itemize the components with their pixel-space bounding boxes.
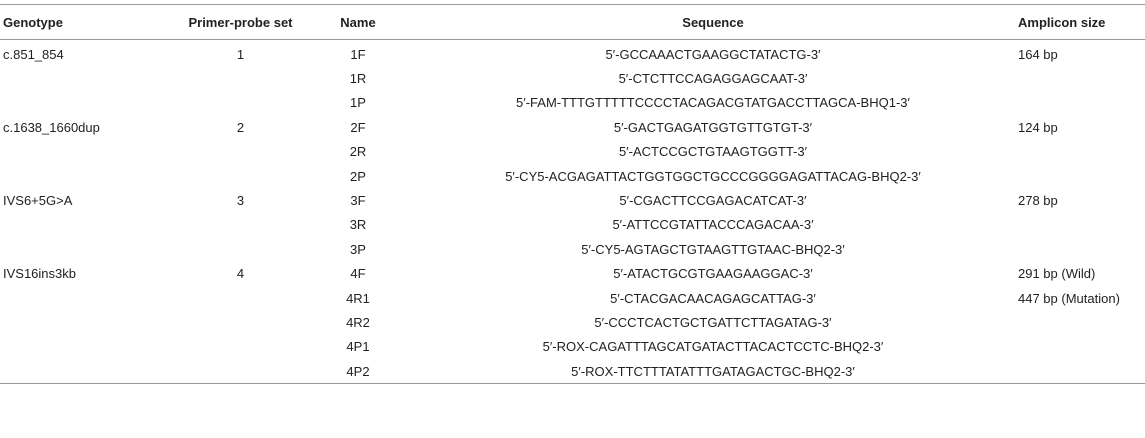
header-row: Genotype Primer-probe set Name Sequence …	[0, 4, 1145, 40]
cell-name: 4R1	[346, 290, 370, 306]
cell-set	[178, 91, 303, 115]
cell-amplicon: 278 bp	[1018, 193, 1058, 209]
cell-name: 2P	[350, 168, 366, 184]
cell-name: 3R	[349, 217, 367, 233]
cell-set	[178, 237, 303, 261]
cell-set	[178, 213, 303, 237]
header-primer-probe-set: Primer-probe set	[178, 4, 303, 40]
cell-name: 4F	[350, 266, 366, 282]
table-row: 2P 5′-CY5-ACGAGATTACTGGTGGCTGCCCGGGGAGAT…	[0, 164, 1145, 188]
cell-genotype	[0, 310, 178, 334]
cell-genotype: IVS16ins3kb	[3, 266, 76, 282]
table-row: c.1638_1660dup 2 2F 5′-GACTGAGATGGTGTTGT…	[0, 115, 1145, 139]
cell-amplicon	[1013, 359, 1145, 385]
cell-sequence: 5′-ATACTGCGTGAAGAAGGAC-3′	[613, 266, 813, 282]
cell-sequence: 5′-GCCAAACTGAAGGCTATACTG-3′	[605, 46, 821, 62]
table-row: 4R2 5′-CCCTCACTGCTGATTCTTAGATAG-3′	[0, 310, 1145, 334]
table-row: 3P 5′-CY5-AGTAGCTGTAAGTTGTAAC-BHQ2-3′	[0, 237, 1145, 261]
cell-set	[178, 66, 303, 90]
cell-amplicon	[1013, 310, 1145, 334]
cell-genotype	[0, 140, 178, 164]
cell-set	[178, 164, 303, 188]
cell-set	[178, 310, 303, 334]
cell-set	[178, 140, 303, 164]
table-header: Genotype Primer-probe set Name Sequence …	[0, 4, 1145, 40]
cell-genotype: c.1638_1660dup	[3, 119, 100, 135]
cell-set: 1	[236, 46, 245, 62]
table-row: 4R1 5′-CTACGACAACAGAGCATTAG-3′ 447 bp (M…	[0, 286, 1145, 310]
cell-name: 3P	[350, 241, 366, 257]
cell-amplicon: 164 bp	[1018, 46, 1058, 62]
table-row: IVS16ins3kb 4 4F 5′-ATACTGCGTGAAGAAGGAC-…	[0, 262, 1145, 286]
cell-genotype	[0, 286, 178, 310]
cell-genotype	[0, 91, 178, 115]
cell-amplicon: 291 bp (Wild)	[1018, 266, 1096, 282]
cell-sequence: 5′-CY5-ACGAGATTACTGGTGGCTGCCCGGGGAGATTAC…	[505, 168, 921, 184]
cell-sequence: 5′-GACTGAGATGGTGTTGTGT-3′	[613, 119, 813, 135]
cell-name: 2F	[350, 119, 366, 135]
cell-sequence: 5′-CCCTCACTGCTGATTCTTAGATAG-3′	[594, 314, 832, 330]
cell-sequence: 5′-CTCTTCCAGAGGAGCAAT-3′	[618, 71, 808, 87]
cell-amplicon	[1013, 237, 1145, 261]
table-row: c.851_854 1 1F 5′-GCCAAACTGAAGGCTATACTG-…	[0, 40, 1145, 67]
cell-name: 1F	[350, 46, 366, 62]
cell-genotype	[0, 359, 178, 385]
table-row: 2R 5′-ACTCCGCTGTAAGTGGTT-3′	[0, 140, 1145, 164]
cell-amplicon	[1013, 164, 1145, 188]
header-sequence: Sequence	[413, 4, 1013, 40]
cell-sequence: 5′-CGACTTCCGAGACATCAT-3′	[619, 193, 807, 209]
cell-name: 1P	[350, 95, 366, 111]
cell-genotype	[0, 164, 178, 188]
cell-amplicon	[1013, 66, 1145, 90]
table-row: 1R 5′-CTCTTCCAGAGGAGCAAT-3′	[0, 66, 1145, 90]
cell-sequence: 5′-ROX-CAGATTTAGCATGATACTTACACTCCTC-BHQ2…	[542, 339, 884, 355]
table-row: 4P1 5′-ROX-CAGATTTAGCATGATACTTACACTCCTC-…	[0, 335, 1145, 359]
cell-sequence: 5′-CY5-AGTAGCTGTAAGTTGTAAC-BHQ2-3′	[581, 241, 845, 257]
cell-sequence: 5′-CTACGACAACAGAGCATTAG-3′	[610, 290, 816, 306]
cell-set: 2	[236, 119, 245, 135]
cell-amplicon	[1013, 140, 1145, 164]
header-amplicon-size: Amplicon size	[1013, 4, 1145, 40]
cell-amplicon	[1013, 335, 1145, 359]
table-row: 4P2 5′-ROX-TTCTTTATATTTGATAGACTGC-BHQ2-3…	[0, 359, 1145, 385]
cell-name: 4R2	[346, 314, 370, 330]
cell-genotype	[0, 237, 178, 261]
cell-name: 2R	[349, 144, 367, 160]
cell-sequence: 5′-ROX-TTCTTTATATTTGATAGACTGC-BHQ2-3′	[413, 359, 1013, 385]
header-genotype: Genotype	[0, 4, 178, 40]
table-row: IVS6+5G>A 3 3F 5′-CGACTTCCGAGACATCAT-3′ …	[0, 188, 1145, 212]
cell-genotype	[0, 66, 178, 90]
cell-amplicon	[1013, 213, 1145, 237]
cell-amplicon: 447 bp (Mutation)	[1018, 290, 1120, 306]
cell-sequence: 5′-FAM-TTTGTTTTTCCCCTACAGACGTATGACCTTAGC…	[516, 95, 910, 111]
cell-name: 4P2	[303, 359, 413, 385]
cell-name: 4P1	[346, 339, 370, 355]
cell-set	[178, 286, 303, 310]
cell-sequence: 5′-ATTCCGTATTACCCAGACAA-3′	[612, 217, 814, 233]
cell-name: 3F	[350, 193, 366, 209]
cell-genotype	[0, 335, 178, 359]
table-row: 3R 5′-ATTCCGTATTACCCAGACAA-3′	[0, 213, 1145, 237]
cell-sequence: 5′-ACTCCGCTGTAAGTGGTT-3′	[618, 144, 808, 160]
cell-set: 3	[236, 193, 245, 209]
table-row: 1P 5′-FAM-TTTGTTTTTCCCCTACAGACGTATGACCTT…	[0, 91, 1145, 115]
cell-amplicon: 124 bp	[1018, 119, 1058, 135]
cell-genotype: c.851_854	[3, 46, 64, 62]
cell-genotype	[0, 213, 178, 237]
cell-genotype: IVS6+5G>A	[3, 193, 73, 209]
table-body: c.851_854 1 1F 5′-GCCAAACTGAAGGCTATACTG-…	[0, 40, 1145, 385]
primer-probe-table: Genotype Primer-probe set Name Sequence …	[0, 4, 1145, 385]
cell-set: 4	[236, 266, 245, 282]
cell-amplicon	[1013, 91, 1145, 115]
cell-name: 1R	[349, 71, 367, 87]
header-name: Name	[303, 4, 413, 40]
cell-set	[178, 359, 303, 385]
cell-set	[178, 335, 303, 359]
